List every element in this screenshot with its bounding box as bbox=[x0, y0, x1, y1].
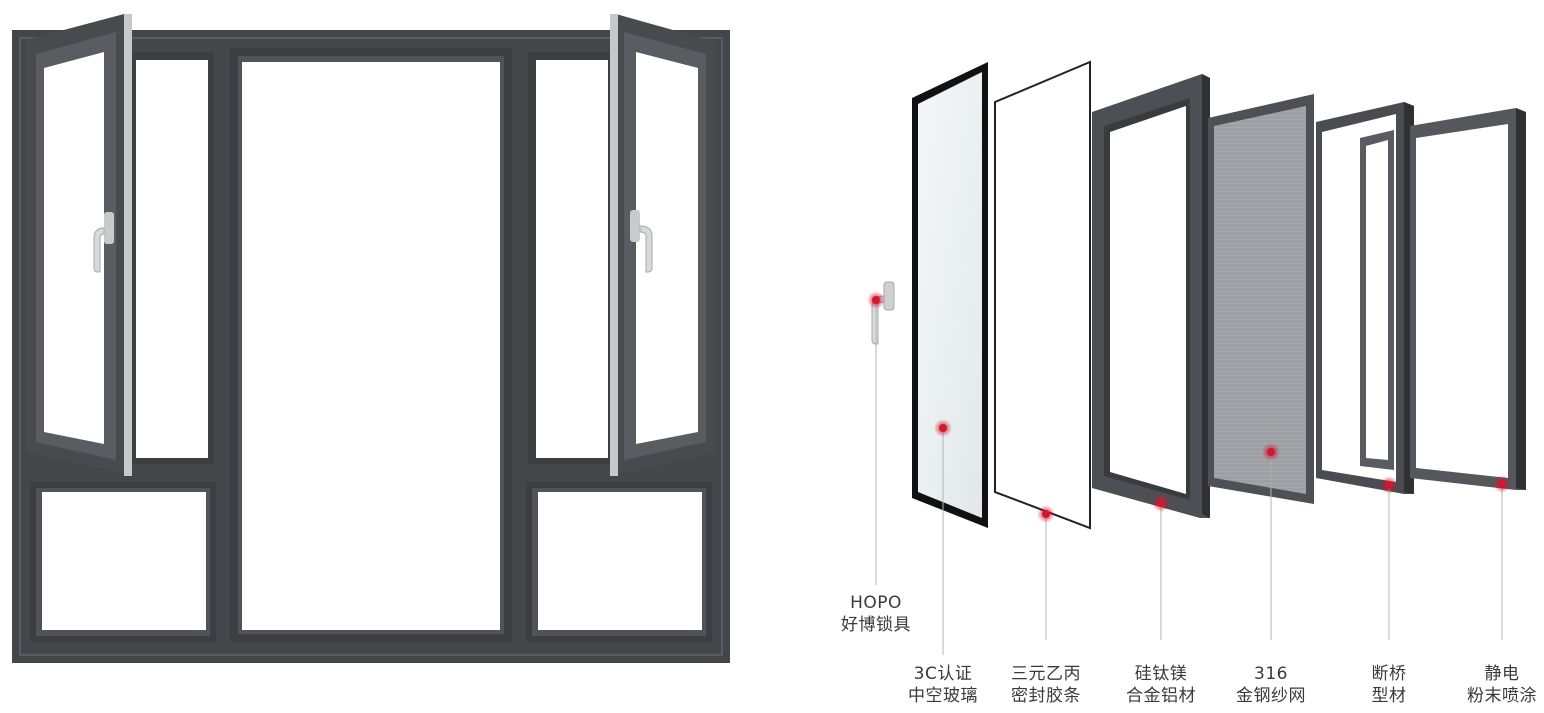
exploded-components bbox=[871, 60, 1526, 530]
label-mesh: 316 金钢纱网 bbox=[1236, 663, 1306, 707]
insulated-glass-icon bbox=[912, 62, 988, 528]
label-profile-line1: 硅钛镁 bbox=[1134, 664, 1188, 684]
thermal-break-icon bbox=[1316, 102, 1414, 494]
label-mesh-line2: 金钢纱网 bbox=[1236, 686, 1306, 706]
marker-dot-coating bbox=[1498, 480, 1506, 488]
label-coating-line1: 静电 bbox=[1484, 664, 1520, 684]
label-coating: 静电 粉末喷涂 bbox=[1467, 663, 1537, 707]
powder-coating-icon bbox=[1410, 108, 1526, 490]
label-seal-line1: 三元乙丙 bbox=[1011, 664, 1081, 684]
label-seal-line2: 密封胶条 bbox=[1011, 686, 1081, 706]
label-coating-line2: 粉末喷涂 bbox=[1467, 686, 1537, 706]
label-bridge-line2: 型材 bbox=[1371, 686, 1407, 706]
leader-lines bbox=[867, 291, 1511, 655]
marker-dot-bridge bbox=[1385, 481, 1393, 489]
label-bridge: 断桥 型材 bbox=[1372, 663, 1407, 707]
assembled-window bbox=[12, 14, 730, 663]
label-handle-line2: 好博锁具 bbox=[841, 615, 911, 635]
marker-dot-handle bbox=[872, 296, 880, 304]
marker-dot-seal bbox=[1042, 510, 1050, 518]
steel-mesh-icon bbox=[1208, 94, 1314, 504]
label-mesh-line1: 316 bbox=[1254, 664, 1288, 684]
marker-dot-mesh bbox=[1267, 448, 1275, 456]
right-window-handle-icon bbox=[630, 210, 653, 273]
label-profile-line2: 合金铝材 bbox=[1126, 686, 1196, 706]
marker-dot-glass bbox=[939, 424, 947, 432]
label-handle: HOPO 好博锁具 bbox=[841, 592, 911, 636]
label-glass: 3C认证 中空玻璃 bbox=[908, 663, 978, 707]
label-handle-line1: HOPO bbox=[850, 593, 902, 613]
label-bridge-line1: 断桥 bbox=[1371, 664, 1407, 684]
aluminum-frame-icon bbox=[1092, 74, 1210, 518]
label-seal: 三元乙丙 密封胶条 bbox=[1011, 663, 1081, 707]
label-glass-line2: 中空玻璃 bbox=[908, 686, 978, 706]
marker-dot-profile bbox=[1157, 499, 1165, 507]
label-glass-line1: 3C认证 bbox=[913, 664, 973, 684]
epdm-seal-icon bbox=[994, 60, 1091, 530]
label-profile: 硅钛镁 合金铝材 bbox=[1126, 663, 1196, 707]
left-window-handle-icon bbox=[93, 212, 114, 273]
